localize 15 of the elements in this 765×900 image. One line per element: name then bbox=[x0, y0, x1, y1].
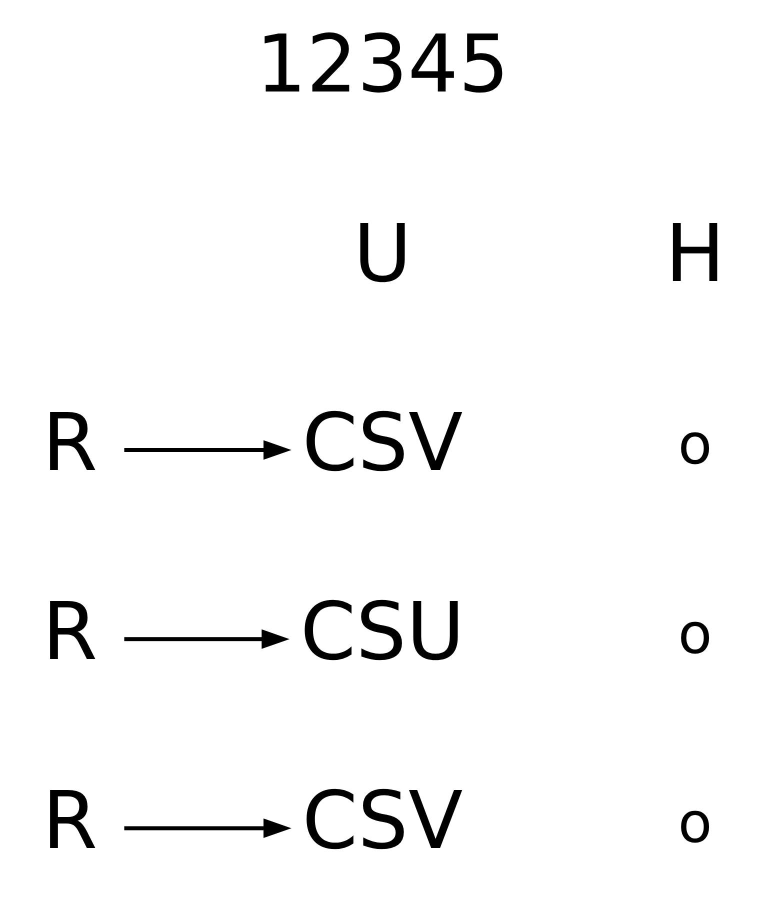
node-text: R bbox=[42, 585, 98, 678]
label: H bbox=[665, 206, 726, 300]
label: 12345 bbox=[256, 18, 510, 111]
label: o bbox=[678, 791, 712, 856]
node-text: R bbox=[42, 774, 98, 868]
node-text: CSV bbox=[302, 396, 463, 489]
label: o bbox=[678, 412, 712, 478]
arrow bbox=[124, 440, 292, 460]
arrow bbox=[124, 629, 290, 649]
node-text: CSV bbox=[302, 774, 463, 868]
arrow bbox=[124, 818, 292, 838]
label: U bbox=[353, 206, 412, 300]
label: o bbox=[678, 602, 712, 667]
node-text: R bbox=[42, 396, 98, 489]
node-text: CSU bbox=[300, 585, 465, 678]
